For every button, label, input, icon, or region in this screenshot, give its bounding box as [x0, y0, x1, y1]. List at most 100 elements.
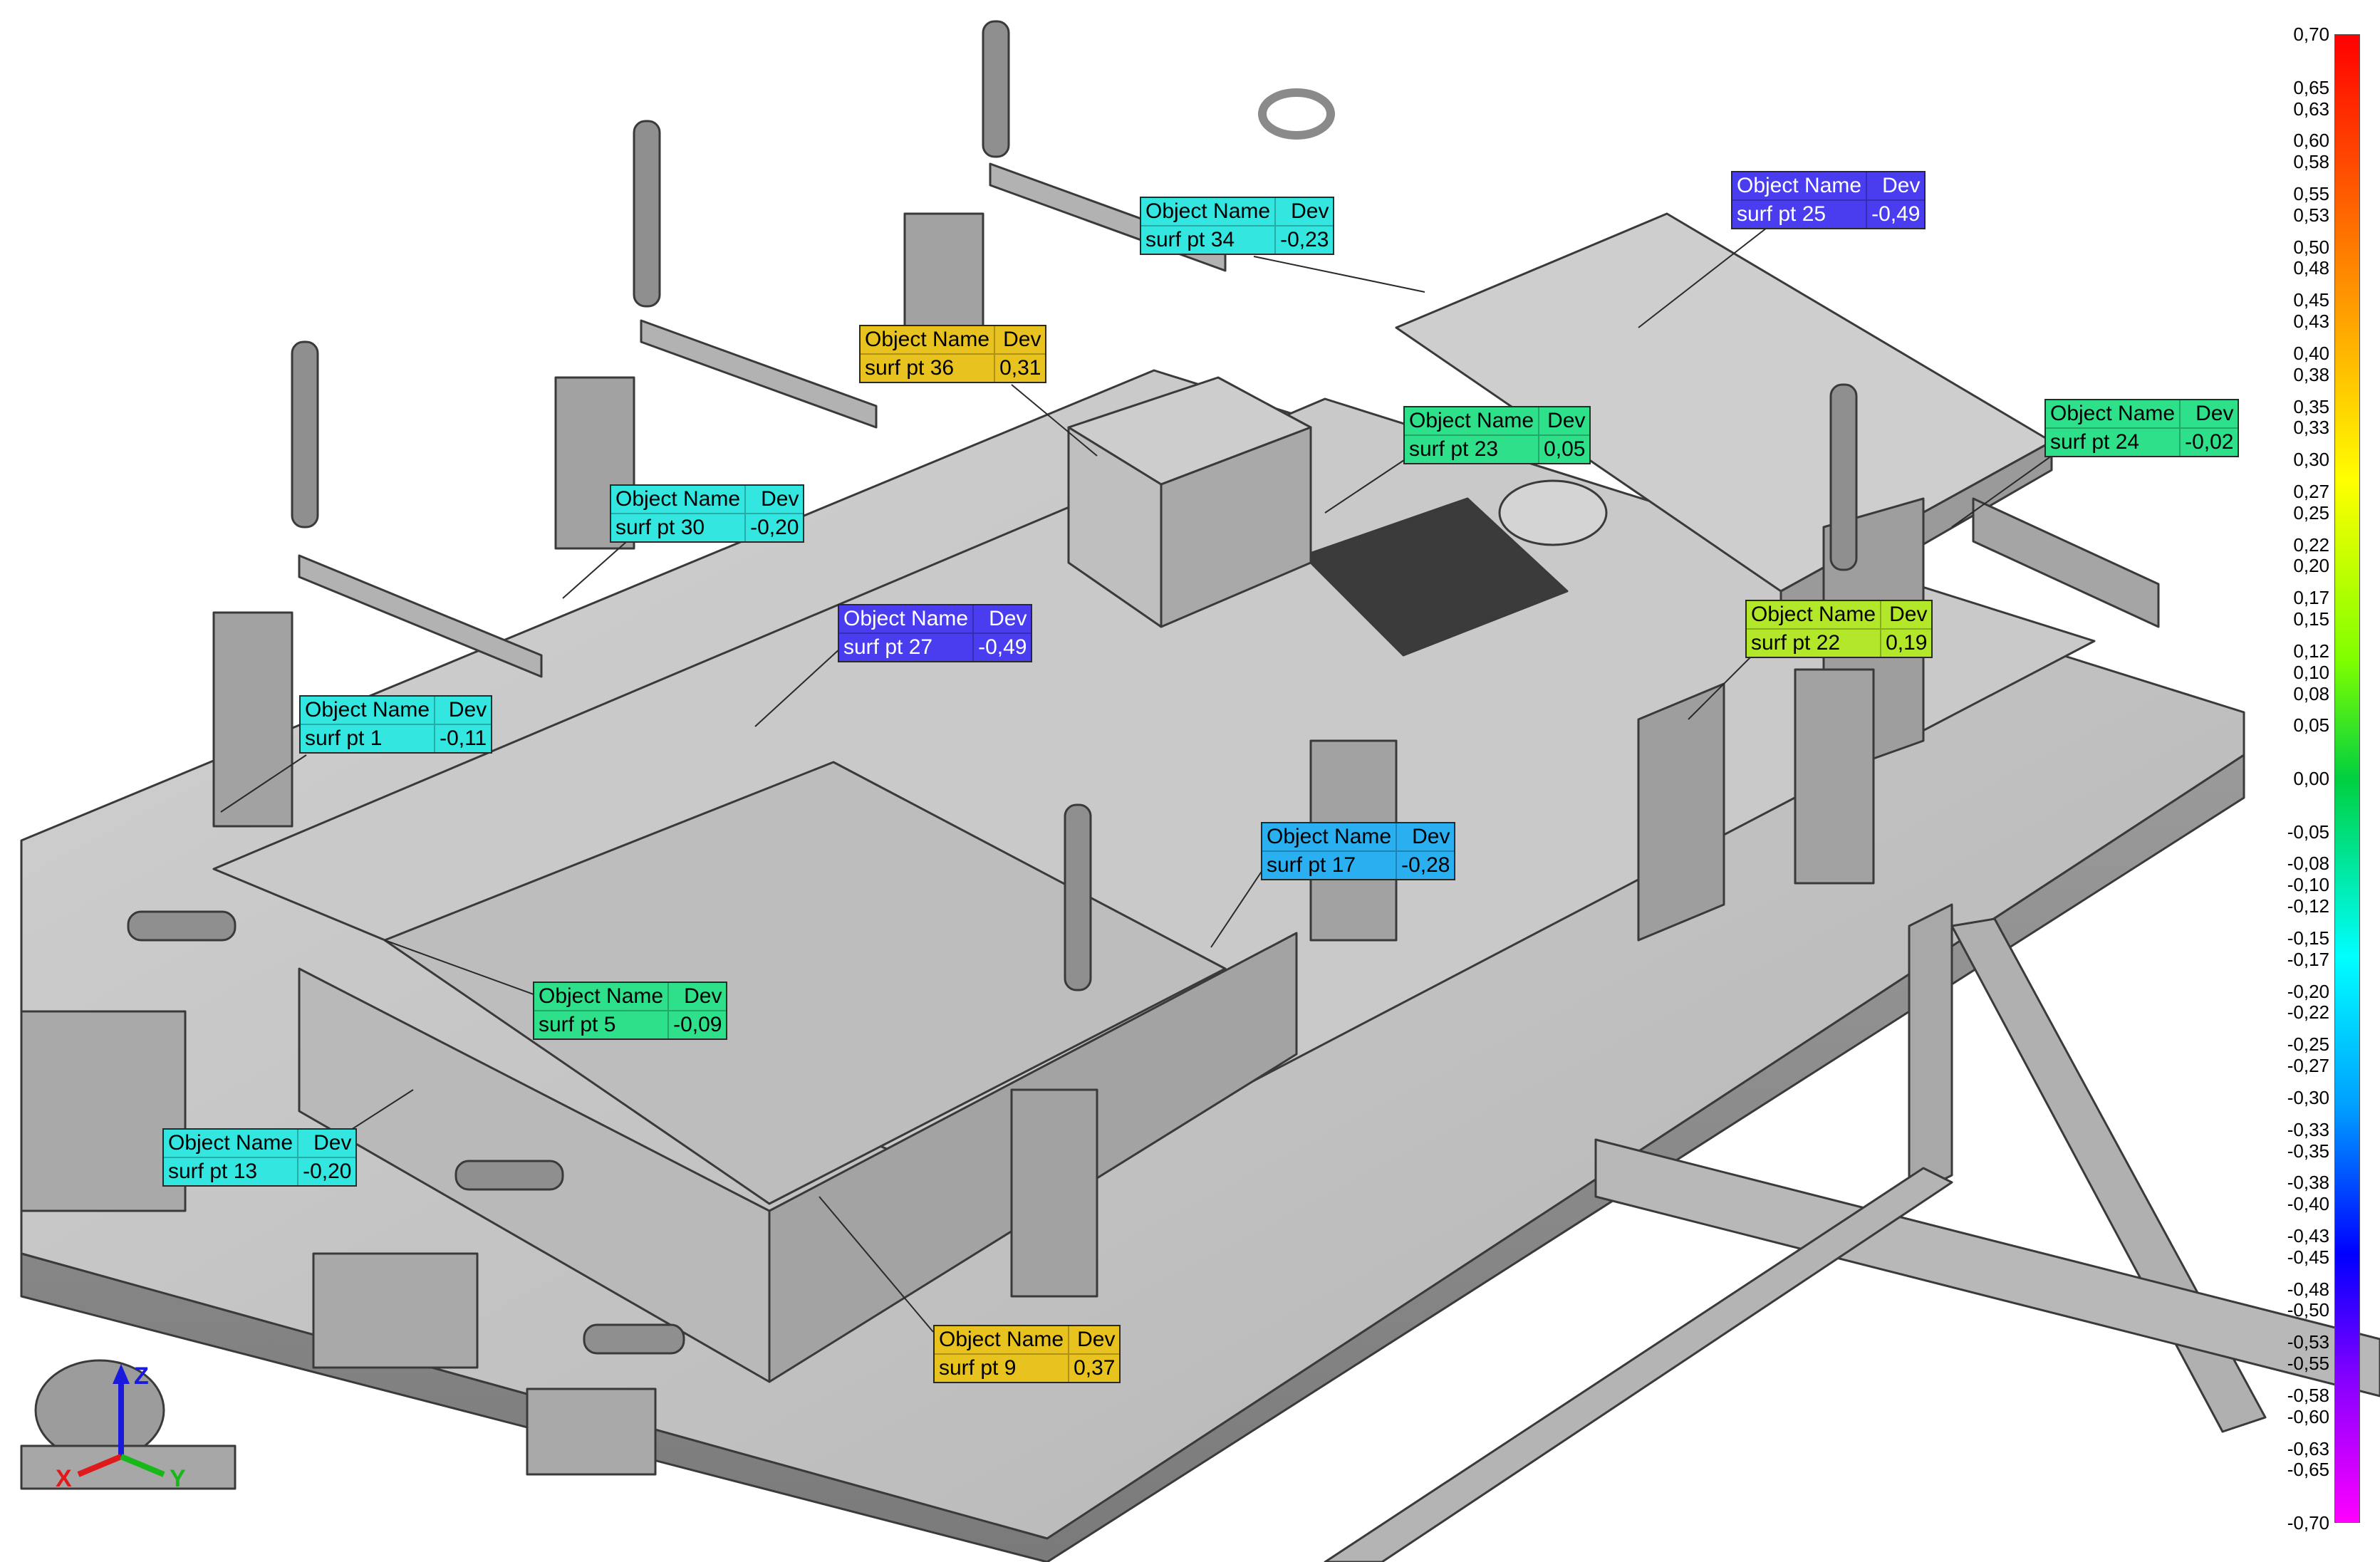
label-point-dev: 0,31 [994, 354, 1046, 382]
color-scale-tick: 0,58 [2293, 151, 2329, 173]
clamp-handle-6 [127, 910, 237, 942]
label-header-dev: Dev [1068, 1326, 1120, 1355]
lifting-eye [1258, 88, 1335, 140]
label-point-name: surf pt 13 [168, 1160, 258, 1183]
label-point-dev: -0,23 [1274, 226, 1334, 254]
clamp-handle-8 [583, 1323, 685, 1355]
hole-round [1498, 479, 1608, 546]
color-scale-tick: -0,20 [2287, 980, 2329, 1002]
label-header-dev: Dev [1538, 407, 1590, 436]
color-scale-tick: -0,45 [2287, 1246, 2329, 1268]
wing-plate-3 [1972, 497, 2160, 628]
label-point-name: surf pt 36 [865, 356, 955, 380]
color-scale-tick: 0,00 [2293, 768, 2329, 789]
label-point-name: surf pt 27 [843, 635, 933, 659]
color-scale-tick: 0,30 [2293, 449, 2329, 471]
color-scale-tick: 0,22 [2293, 533, 2329, 556]
color-scale-tick: 0,48 [2293, 257, 2329, 279]
color-scale-tick: -0,35 [2287, 1140, 2329, 1162]
label-point-name: surf pt 34 [1145, 228, 1235, 251]
color-scale-tick: -0,38 [2287, 1172, 2329, 1194]
wing-plate-1 [1637, 682, 1725, 942]
color-scale-tick: 0,27 [2293, 480, 2329, 502]
label-header-dev: Dev [744, 486, 804, 514]
clamp-handle-5 [1064, 803, 1092, 991]
pocket [383, 761, 1227, 1205]
label-point-dev: 0,37 [1068, 1354, 1120, 1382]
color-scale-tick: -0,53 [2287, 1331, 2329, 1353]
color-scale-tick: -0,63 [2287, 1437, 2329, 1459]
label-point-dev: 0,19 [1880, 629, 1932, 657]
color-scale-tick: 0,33 [2293, 417, 2329, 439]
frame-leg [1908, 903, 1953, 1198]
color-scale-tick: 0,35 [2293, 395, 2329, 417]
color-scale-tick: -0,12 [2287, 895, 2329, 917]
color-scale-tick: 0,10 [2293, 661, 2329, 683]
clamp-handle-7 [454, 1160, 564, 1191]
color-scale-tick: -0,60 [2287, 1405, 2329, 1427]
label-header-dev: Dev [994, 326, 1046, 355]
label-header-dev: Dev [434, 697, 492, 725]
deviation-color-scale [2334, 34, 2360, 1523]
color-scale-tick: 0,15 [2293, 608, 2329, 630]
label-header-dev: Dev [972, 605, 1031, 634]
label-header-name: Object Name [534, 983, 669, 1011]
label-header-name: Object Name [935, 1326, 1069, 1355]
label-header-dev: Dev [1880, 601, 1932, 630]
color-scale-tick: -0,27 [2287, 1055, 2329, 1077]
support-block-5 [1010, 1088, 1098, 1298]
label-point-name: surf pt 9 [939, 1356, 1017, 1380]
clamp-arm-1 [298, 554, 543, 678]
color-scale-tick: -0,48 [2287, 1278, 2329, 1300]
x-axis-label: X [56, 1465, 72, 1492]
color-scale-tick: -0,58 [2287, 1384, 2329, 1406]
label-point-dev: -0,20 [744, 514, 804, 541]
axis-triad: Z X Y [56, 1363, 186, 1492]
color-scale-tick: -0,17 [2287, 948, 2329, 970]
color-scale-tick: 0,08 [2293, 682, 2329, 704]
label-point-name: surf pt 1 [305, 727, 383, 750]
color-scale-tick: 0,65 [2293, 76, 2329, 98]
label-point-dev: -0,11 [434, 724, 492, 752]
label-header-dev: Dev [297, 1130, 356, 1158]
label-header-name: Object Name [164, 1130, 298, 1158]
color-scale-tick: 0,17 [2293, 587, 2329, 609]
support-block-4 [1794, 668, 1875, 885]
label-point-name: surf pt 17 [1267, 853, 1356, 877]
clamp-arm-2 [640, 319, 878, 429]
frame-beam-2 [1324, 1167, 1953, 1562]
label-point-dev: -0,49 [1866, 200, 1925, 228]
label-point-name: surf pt 24 [2050, 430, 2140, 454]
label-point-dev: -0,02 [2179, 428, 2238, 456]
support-block-1 [212, 611, 293, 828]
color-scale-tick: -0,70 [2287, 1512, 2329, 1534]
color-scale-tick: -0,22 [2287, 1001, 2329, 1024]
color-scale-tick: -0,10 [2287, 874, 2329, 896]
clamp-handle-3 [982, 20, 1010, 158]
color-scale-tick: 0,45 [2293, 289, 2329, 311]
label-point-name: surf pt 25 [1737, 202, 1826, 226]
label-header-dev: Dev [1396, 823, 1455, 852]
z-axis-head [113, 1364, 130, 1384]
label-header-name: Object Name [1732, 172, 1867, 201]
color-scale-tick: -0,40 [2287, 1193, 2329, 1215]
label-header-name: Object Name [611, 486, 746, 514]
frame-beam [1594, 1138, 2380, 1397]
label-point-dev: -0,20 [297, 1157, 356, 1185]
label-point-name: surf pt 5 [539, 1013, 616, 1036]
label-header-dev: Dev [667, 983, 727, 1011]
